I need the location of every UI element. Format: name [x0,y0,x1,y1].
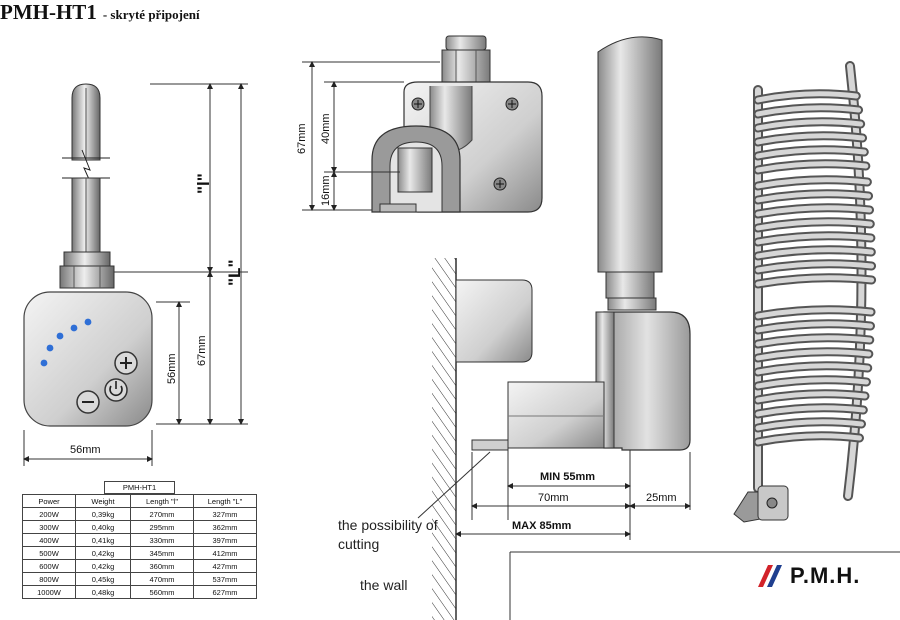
radiator-rung [755,377,869,389]
radiator-rung [755,205,873,217]
front-view [23,83,248,466]
cell: 412mm [193,546,257,560]
radiator-rung [755,321,873,333]
cell: 560mm [130,585,194,599]
brand-mark-icon [756,563,784,589]
col-power: Power [22,494,76,508]
dim-16: 16mm [320,175,332,206]
dim-25: 25mm [646,492,677,504]
radiator-rung [755,349,872,361]
brand-logo: P.M.H. [756,563,860,589]
cell: 0,40kg [75,520,131,534]
cell: 300W [22,520,76,534]
radiator-rung [755,433,862,445]
dim-width-56: 56mm [70,444,101,456]
table-caption: PMH-HT1 [103,481,176,494]
dim-40: 40mm [320,113,332,144]
led-indicator [56,332,64,340]
page-title: PMH-HT1 - skryté připojení [0,0,900,25]
dim-67-top: 67mm [296,123,308,154]
cell: 0,48kg [75,585,131,599]
model-subtitle: - skryté připojení [102,7,200,22]
table-header-row: Power Weight Length "l" Length "L" [22,494,257,508]
cell: 295mm [130,520,194,534]
cell: 1000W [22,585,76,599]
cell: 360mm [130,559,194,573]
col-length-L: Length "L" [193,494,257,508]
cell: 327mm [193,507,257,521]
dim-box-height-56: 56mm [166,353,178,384]
brand-name: P.M.H. [790,563,861,588]
col-length-l: Length "l" [130,494,194,508]
radiator-rung [755,119,864,131]
cell: 345mm [130,546,194,560]
side-view [417,36,900,620]
cell: 270mm [130,507,194,521]
radiator-rung [755,133,866,145]
radiator-rung [755,275,875,287]
cell: 427mm [193,559,257,573]
dim-max-85: MAX 85mm [512,520,572,532]
cell: 200W [22,507,76,521]
radiator-rung [755,219,873,231]
radiator-rung [755,419,865,431]
radiator-rung [755,91,859,103]
dim-l-label: "l" [194,173,213,194]
radiator-rung [755,147,867,159]
radiator-rung [755,335,873,347]
cell: 627mm [193,585,257,599]
radiator-rung [755,405,866,417]
radiator-rung [755,247,874,259]
col-weight: Weight [75,494,131,508]
cell: 397mm [193,533,257,547]
cell: 330mm [130,533,194,547]
radiator-rung [755,261,875,273]
cell: 0,45kg [75,572,131,586]
radiator-rung [755,105,862,117]
connector-view [302,35,543,213]
cell: 537mm [193,572,257,586]
radiator-rung [755,363,871,375]
cell: 0,42kg [75,559,131,573]
spec-table: PMH-HT1 Power Weight Length "l" Length "… [22,481,257,599]
towel-radiator [733,61,877,523]
radiator-rung [755,233,874,245]
led-indicator [46,344,54,352]
cell: 0,42kg [75,546,131,560]
cell: 362mm [193,520,257,534]
radiator-rung [755,391,868,403]
led-indicator [84,318,92,326]
cell: 0,39kg [75,507,131,521]
cell: 470mm [130,572,194,586]
radiator-rung [755,177,870,189]
power-button [104,378,128,402]
cell: 0,41kg [75,533,131,547]
cell: 600W [22,559,76,573]
radiator-rung [755,161,869,173]
cell: 400W [22,533,76,547]
model-name: PMH-HT1 [0,0,97,24]
dim-67: 67mm [196,335,208,366]
note-cutting: the possibility of cutting [338,517,438,552]
led-indicator [40,359,48,367]
dim-70: 70mm [538,492,569,504]
dim-min-55: MIN 55mm [540,471,596,483]
cell: 500W [22,546,76,560]
radiator-rung [755,307,874,319]
note-wall: the wall [360,577,408,593]
dim-L-label: "L" [225,259,244,286]
radiator-rung [755,191,872,203]
led-indicator [70,324,78,332]
cell: 800W [22,572,76,586]
